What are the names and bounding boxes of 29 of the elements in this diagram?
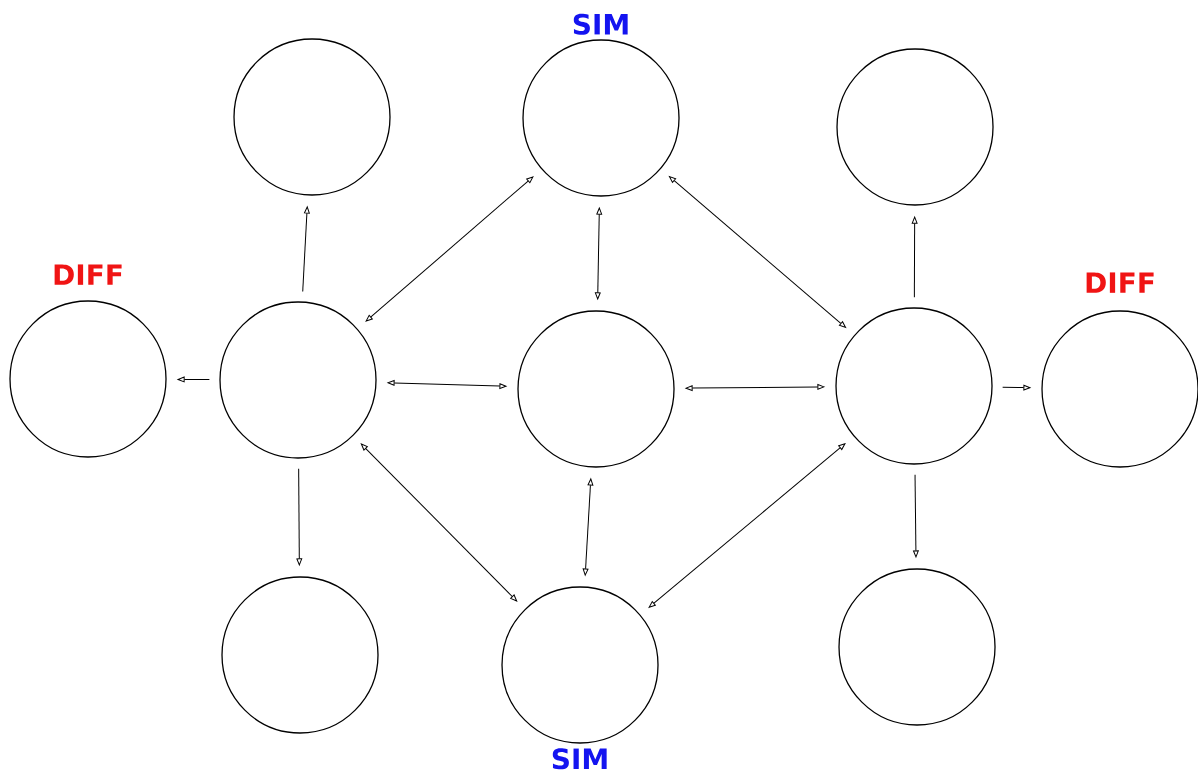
arrow [365,176,534,322]
arrow [913,474,919,558]
arrow [911,216,918,298]
arrow [685,384,825,391]
circle-node [835,307,993,465]
node-label: SIM [573,13,628,35]
circle-node [836,48,994,206]
arrow [582,478,594,576]
arrow [302,206,310,292]
circle-node [219,301,377,459]
node-label: SIM [552,748,607,770]
circle-node [221,576,379,734]
circle-node: SIM [522,13,680,197]
node-label: DIFF [54,264,122,285]
circle-node: SIM [501,586,659,770]
arrow [296,468,303,566]
arrow [594,207,603,300]
circle-node: DIFF [9,264,167,458]
node-label: DIFF [1086,272,1154,293]
arrow [387,380,507,389]
circle-node [517,310,675,468]
arrow [648,443,846,608]
arrow [668,176,847,328]
circle-node [838,568,996,726]
circle-node: DIFF [1041,272,1198,468]
arrow [360,443,518,602]
circle-node [233,38,391,196]
arrow [1002,384,1031,391]
arrow [177,376,210,383]
